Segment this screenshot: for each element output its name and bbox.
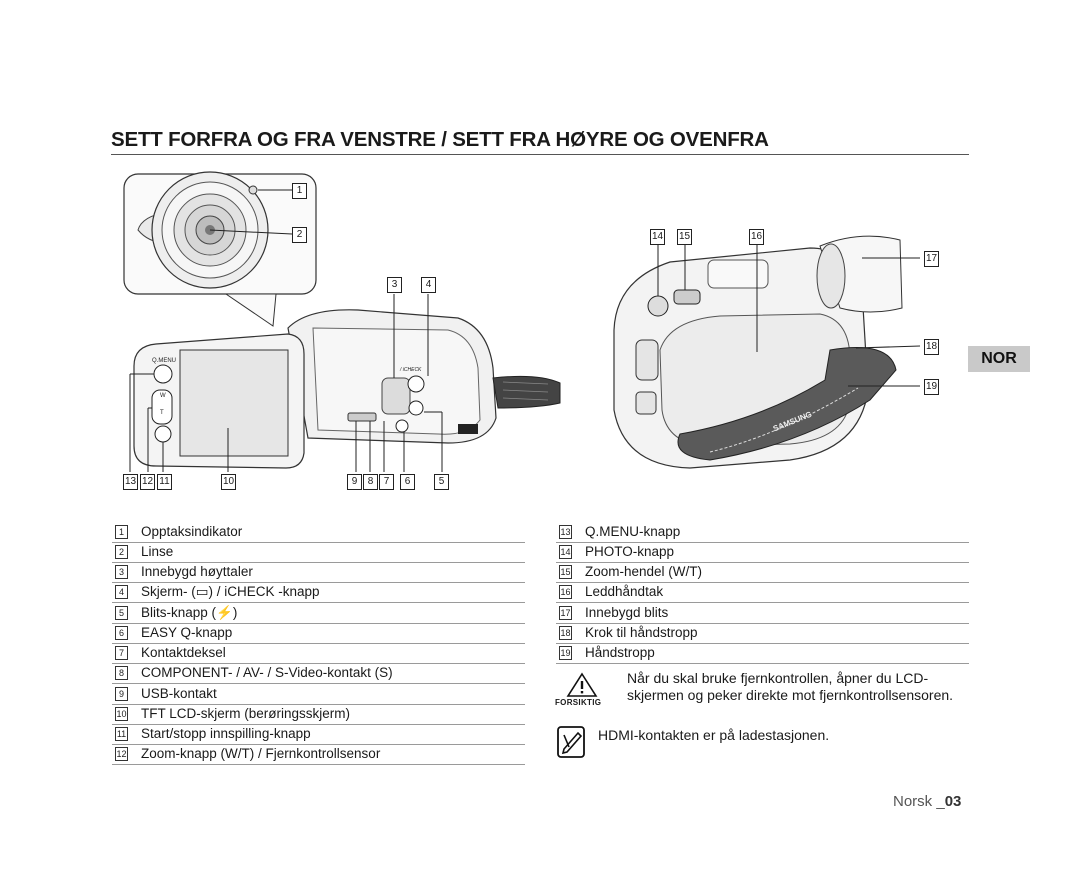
note-pencil-icon — [557, 726, 585, 758]
legend-label: Opptaksindikator — [141, 524, 243, 539]
legend-label: Kontaktdeksel — [141, 645, 226, 660]
callout-13: 13 — [123, 474, 138, 490]
legend-row: 18 Krok til håndstropp — [556, 623, 969, 644]
callout-9: 9 — [347, 474, 362, 490]
footer-language: Norsk _ — [893, 793, 945, 810]
legend-number: 14 — [559, 545, 572, 559]
callout-6: 6 — [400, 474, 415, 490]
callout-17: 17 — [924, 251, 939, 267]
page-number: 03 — [944, 793, 962, 810]
legend-row: 3 Innebygd høyttaler — [112, 562, 525, 583]
legend-number: 8 — [115, 666, 128, 680]
legend-label: Skjerm- (▭) / iCHECK -knapp — [141, 584, 320, 599]
legend-row: 1 Opptaksindikator — [112, 522, 525, 543]
callout-15: 15 — [677, 229, 692, 245]
legend-label: COMPONENT- / AV- / S-Video-kontakt (S) — [141, 665, 393, 680]
t-print: T — [160, 410, 164, 416]
legend-label: Blits-knapp (⚡) — [141, 605, 238, 620]
callout-2: 2 — [292, 227, 307, 243]
legend-row: 7 Kontaktdeksel — [112, 643, 525, 664]
legend-label: Q.MENU-knapp — [585, 524, 681, 539]
legend-row: 15 Zoom-hendel (W/T) — [556, 562, 969, 583]
legend-label: Krok til håndstropp — [585, 625, 698, 640]
legend-number: 12 — [115, 747, 128, 761]
legend-number: 10 — [115, 707, 128, 721]
callout-8: 8 — [363, 474, 378, 490]
legend-number: 2 — [115, 545, 128, 559]
legend-number: 17 — [559, 606, 572, 620]
callout-18: 18 — [924, 339, 939, 355]
legend-label: Zoom-knapp (W/T) / Fjernkontrollsensor — [141, 746, 381, 761]
legend-number: 16 — [559, 585, 572, 599]
legend-row: 2 Linse — [112, 542, 525, 563]
legend-row: 16 Leddhåndtak — [556, 582, 969, 603]
legend-row: 19 Håndstropp — [556, 643, 969, 664]
legend-row: 11 Start/stopp innspilling-knapp — [112, 724, 525, 745]
legend-label: Innebygd høyttaler — [141, 564, 253, 579]
legend-label: Linse — [141, 544, 174, 559]
callout-1: 1 — [292, 183, 307, 199]
callout-3: 3 — [387, 277, 402, 293]
legend-label: Zoom-hendel (W/T) — [585, 564, 703, 579]
caution-label: FORSIKTIG — [555, 698, 602, 707]
icheck-print: / iCHECK — [400, 367, 422, 373]
legend-row: 12 Zoom-knapp (W/T) / Fjernkontrollsenso… — [112, 744, 525, 765]
legend-row: 5 Blits-knapp (⚡) — [112, 603, 525, 624]
legend-row: 10 TFT LCD-skjerm (berøringsskjerm) — [112, 704, 525, 725]
legend-row: 13 Q.MENU-knapp — [556, 522, 969, 543]
legend-label: TFT LCD-skjerm (berøringsskjerm) — [141, 706, 351, 721]
legend-number: 3 — [115, 565, 128, 579]
qmenu-print: Q.MENU — [152, 358, 176, 364]
camcorder-body — [287, 309, 561, 444]
legend-label: Start/stopp innspilling-knapp — [141, 726, 311, 741]
legend-number: 15 — [559, 565, 572, 579]
legend-number: 9 — [115, 687, 128, 701]
callout-5: 5 — [434, 474, 449, 490]
legend-label: Leddhåndtak — [585, 584, 664, 599]
legend-row: 8 COMPONENT- / AV- / S-Video-kontakt (S) — [112, 663, 525, 684]
legend-number: 5 — [115, 606, 128, 620]
legend-number: 19 — [559, 646, 572, 660]
lcd-panel — [129, 333, 305, 472]
leader-lines-right — [657, 242, 921, 387]
legend-number: 4 — [115, 585, 128, 599]
warning-triangle-icon — [566, 672, 598, 697]
camcorder-front-left-illustration — [123, 171, 561, 472]
callout-19: 19 — [924, 379, 939, 395]
page-footer: Norsk _03 — [893, 793, 961, 810]
legend-label: Håndstropp — [585, 645, 655, 660]
legend-number: 18 — [559, 626, 572, 640]
language-tab: NOR — [968, 346, 1030, 372]
caution-text: Når du skal bruke fjernkontrollen, åpner… — [627, 670, 954, 703]
legend-row: 6 EASY Q-knapp — [112, 623, 525, 644]
legend-row: 17 Innebygd blits — [556, 603, 969, 624]
legend-number: 1 — [115, 525, 128, 539]
lens-inset — [123, 171, 317, 327]
legend-label: Innebygd blits — [585, 605, 669, 620]
callout-10: 10 — [221, 474, 236, 490]
leader-lines — [355, 294, 443, 472]
legend-label: EASY Q-knapp — [141, 625, 233, 640]
legend-number: 7 — [115, 646, 128, 660]
page-title: SETT FORFRA OG FRA VENSTRE / SETT FRA HØ… — [111, 128, 969, 155]
camcorder-right-top-illustration — [613, 235, 921, 469]
callout-14: 14 — [650, 229, 665, 245]
legend-label: PHOTO-knapp — [585, 544, 675, 559]
w-print: W — [160, 393, 166, 399]
callout-11: 11 — [157, 474, 172, 490]
legend-row: 14 PHOTO-knapp — [556, 542, 969, 563]
legend-number: 6 — [115, 626, 128, 640]
note-text: HDMI-kontakten er på ladestasjonen. — [598, 727, 830, 743]
legend-row: 9 USB-kontakt — [112, 684, 525, 705]
legend-number: 11 — [115, 727, 128, 741]
legend-number: 13 — [559, 525, 572, 539]
callout-16: 16 — [749, 229, 764, 245]
legend-row: 4 Skjerm- (▭) / iCHECK -knapp — [112, 582, 525, 603]
camcorder-body-right — [613, 235, 903, 469]
callout-4: 4 — [421, 277, 436, 293]
callout-12: 12 — [140, 474, 155, 490]
legend-label: USB-kontakt — [141, 686, 217, 701]
callout-7: 7 — [379, 474, 394, 490]
